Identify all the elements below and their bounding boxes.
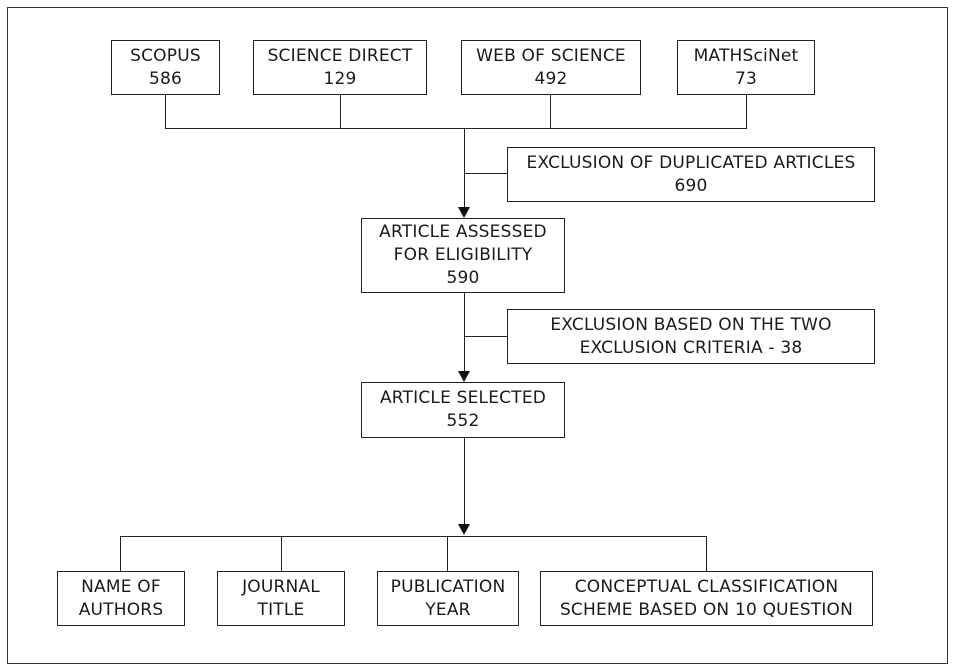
output-line-2: SCHEME BASED ON 10 QUESTION: [559, 599, 854, 620]
trunk-line-3: [464, 438, 465, 525]
connector-output-scheme: [706, 536, 707, 571]
selected-label: ARTICLE SELECTED: [379, 388, 547, 408]
arrow-down-icon: [458, 207, 470, 218]
connector-science-direct: [340, 95, 341, 129]
source-name: WEB OF SCIENCE: [476, 45, 626, 66]
source-box-science-direct: SCIENCE DIRECT 129: [253, 40, 427, 95]
connector-scopus: [165, 95, 166, 129]
output-box-journal: JOURNAL TITLE: [217, 571, 345, 626]
exclusion-duplicates-count: 690: [674, 175, 708, 196]
source-name: SCOPUS: [130, 45, 201, 66]
trunk-line-2: [464, 293, 465, 372]
source-box-scopus: SCOPUS 586: [111, 40, 220, 95]
output-line-2: YEAR: [425, 599, 471, 620]
output-box-scheme: CONCEPTUAL CLASSIFICATION SCHEME BASED O…: [540, 571, 873, 626]
source-count: 492: [534, 68, 568, 89]
connector-mathscinet: [746, 95, 747, 129]
connector-web-of-science: [550, 95, 551, 129]
assessed-line-1: ARTICLE ASSESSED: [379, 222, 547, 242]
output-line-1: NAME OF: [81, 576, 161, 597]
source-box-web-of-science: WEB OF SCIENCE 492: [461, 40, 641, 95]
source-count: 586: [148, 68, 183, 89]
branch-exclusion-criteria: [464, 336, 507, 337]
merge-line-sources: [165, 128, 747, 129]
exclusion-criteria-box: EXCLUSION BASED ON THE TWO EXCLUSION CRI…: [507, 309, 875, 364]
assessed-count: 590: [446, 268, 480, 288]
source-name: SCIENCE DIRECT: [267, 45, 413, 66]
source-count: 129: [323, 68, 357, 89]
branch-exclusion-duplicates: [464, 173, 507, 174]
connector-output-year: [447, 536, 448, 571]
article-selected-box: ARTICLE SELECTED 552: [361, 382, 565, 438]
exclusion-criteria-line-2: EXCLUSION CRITERIA - 38: [579, 337, 803, 358]
output-line-2: TITLE: [257, 599, 305, 620]
connector-output-journal: [281, 536, 282, 571]
arrow-down-icon: [458, 371, 470, 382]
source-box-mathscinet: MATHSciNet 73: [677, 40, 815, 95]
output-box-authors: NAME OF AUTHORS: [57, 571, 185, 626]
source-count: 73: [734, 68, 758, 89]
diagram-frame: [7, 7, 948, 664]
split-line-outputs: [120, 536, 707, 537]
source-name: MATHSciNet: [693, 45, 799, 66]
assessed-line-2: FOR ELIGIBILITY: [393, 245, 533, 265]
output-line-2: AUTHORS: [78, 599, 164, 620]
output-box-year: PUBLICATION YEAR: [377, 571, 519, 626]
trunk-line-1: [464, 128, 465, 208]
exclusion-duplicates-label: EXCLUSION OF DUPLICATED ARTICLES: [526, 152, 856, 173]
output-line-1: CONCEPTUAL CLASSIFICATION: [574, 576, 839, 597]
exclusion-duplicates-box: EXCLUSION OF DUPLICATED ARTICLES 690: [507, 147, 875, 202]
output-line-1: PUBLICATION: [390, 576, 506, 597]
article-assessed-box: ARTICLE ASSESSED FOR ELIGIBILITY 590: [361, 218, 565, 293]
exclusion-criteria-line-1: EXCLUSION BASED ON THE TWO: [550, 314, 832, 335]
selected-count: 552: [446, 411, 480, 431]
arrow-down-icon: [458, 524, 470, 535]
connector-output-authors: [120, 536, 121, 571]
output-line-1: JOURNAL: [242, 576, 320, 597]
